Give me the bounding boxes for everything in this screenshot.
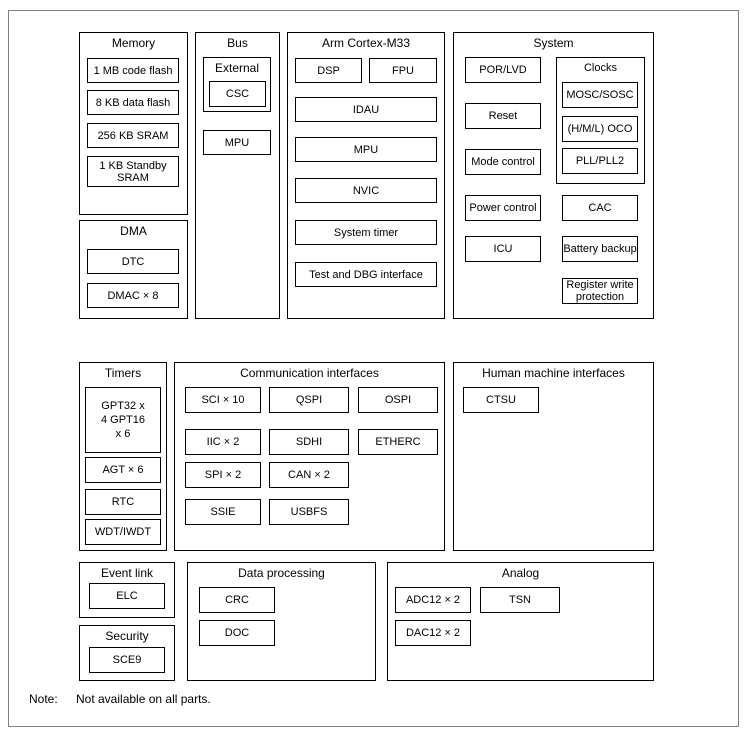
clock-hml-oco: (H/M/L) OCO bbox=[562, 116, 638, 142]
memory-data-flash: 8 KB data flash bbox=[87, 90, 179, 115]
dma-dtc: DTC bbox=[87, 249, 179, 274]
cpu-test-dbg: Test and DBG interface bbox=[295, 262, 437, 287]
cpu-title: Arm Cortex-M33 bbox=[321, 36, 410, 50]
memory-code-flash: 1 MB code flash bbox=[87, 58, 179, 83]
timer-wdt: WDT/IWDT bbox=[85, 519, 161, 545]
comm-can: CAN × 2 bbox=[269, 462, 349, 488]
clock-mosc-sosc: MOSC/SOSC bbox=[562, 82, 638, 108]
comm-ospi: OSPI bbox=[358, 387, 438, 413]
event-elc: ELC bbox=[89, 583, 165, 609]
analog-adc12: ADC12 × 2 bbox=[395, 587, 471, 613]
system-por-lvd: POR/LVD bbox=[465, 57, 541, 83]
clock-pll: PLL/PLL2 bbox=[562, 148, 638, 174]
bus-mpu: MPU bbox=[203, 130, 271, 155]
system-battery-backup: Battery backup bbox=[562, 236, 638, 262]
comm-title: Communication interfaces bbox=[240, 366, 379, 380]
comm-sdhi: SDHI bbox=[269, 429, 349, 455]
clocks-title: Clocks bbox=[583, 62, 617, 74]
dataproc-crc: CRC bbox=[199, 587, 275, 613]
note-text: Not available on all parts. bbox=[76, 692, 211, 706]
system-power-control: Power control bbox=[465, 195, 541, 221]
note-label: Note: bbox=[29, 692, 58, 706]
analog-dac12: DAC12 × 2 bbox=[395, 620, 471, 646]
analog-title: Analog bbox=[501, 566, 540, 580]
memory-sram: 256 KB SRAM bbox=[87, 123, 179, 148]
bus-external-title: External bbox=[214, 61, 260, 75]
cpu-mpu: MPU bbox=[295, 137, 437, 162]
cpu-idau: IDAU bbox=[295, 97, 437, 122]
memory-standby-sram: 1 KB Standby SRAM bbox=[87, 156, 179, 187]
system-icu: ICU bbox=[465, 236, 541, 262]
system-title: System bbox=[533, 36, 574, 50]
bus-csc: CSC bbox=[209, 81, 266, 107]
event-link-title: Event link bbox=[100, 566, 154, 580]
security-title: Security bbox=[105, 629, 149, 643]
diagram-frame bbox=[8, 10, 739, 727]
bus-title: Bus bbox=[227, 36, 248, 50]
comm-spi: SPI × 2 bbox=[185, 462, 261, 488]
timer-agt: AGT × 6 bbox=[85, 457, 161, 483]
comm-qspi: QSPI bbox=[269, 387, 349, 413]
comm-sci: SCI × 10 bbox=[185, 387, 261, 413]
system-mode-control: Mode control bbox=[465, 149, 541, 175]
security-sce9: SCE9 bbox=[89, 647, 165, 673]
memory-title: Memory bbox=[111, 36, 156, 50]
comm-ssie: SSIE bbox=[185, 499, 261, 525]
timer-rtc: RTC bbox=[85, 489, 161, 515]
hmi-title: Human machine interfaces bbox=[482, 366, 625, 380]
timer-gpt: GPT32 x 4 GPT16 x 6 bbox=[85, 387, 161, 453]
timers-title: Timers bbox=[104, 366, 142, 380]
cpu-system-timer: System timer bbox=[295, 220, 437, 245]
cpu-fpu: FPU bbox=[369, 58, 437, 83]
dma-title: DMA bbox=[120, 224, 147, 238]
cpu-dsp: DSP bbox=[295, 58, 362, 83]
comm-etherc: ETHERC bbox=[358, 429, 438, 455]
data-processing-title: Data processing bbox=[238, 566, 325, 580]
hmi-ctsu: CTSU bbox=[463, 387, 539, 413]
dma-dmac: DMAC × 8 bbox=[87, 283, 179, 308]
dataproc-doc: DOC bbox=[199, 620, 275, 646]
analog-tsn: TSN bbox=[480, 587, 560, 613]
comm-iic: IIC × 2 bbox=[185, 429, 261, 455]
comm-usbfs: USBFS bbox=[269, 499, 349, 525]
system-register-write-protection: Register write protection bbox=[562, 278, 638, 304]
system-cac: CAC bbox=[562, 195, 638, 221]
system-reset: Reset bbox=[465, 103, 541, 129]
cpu-nvic: NVIC bbox=[295, 178, 437, 203]
